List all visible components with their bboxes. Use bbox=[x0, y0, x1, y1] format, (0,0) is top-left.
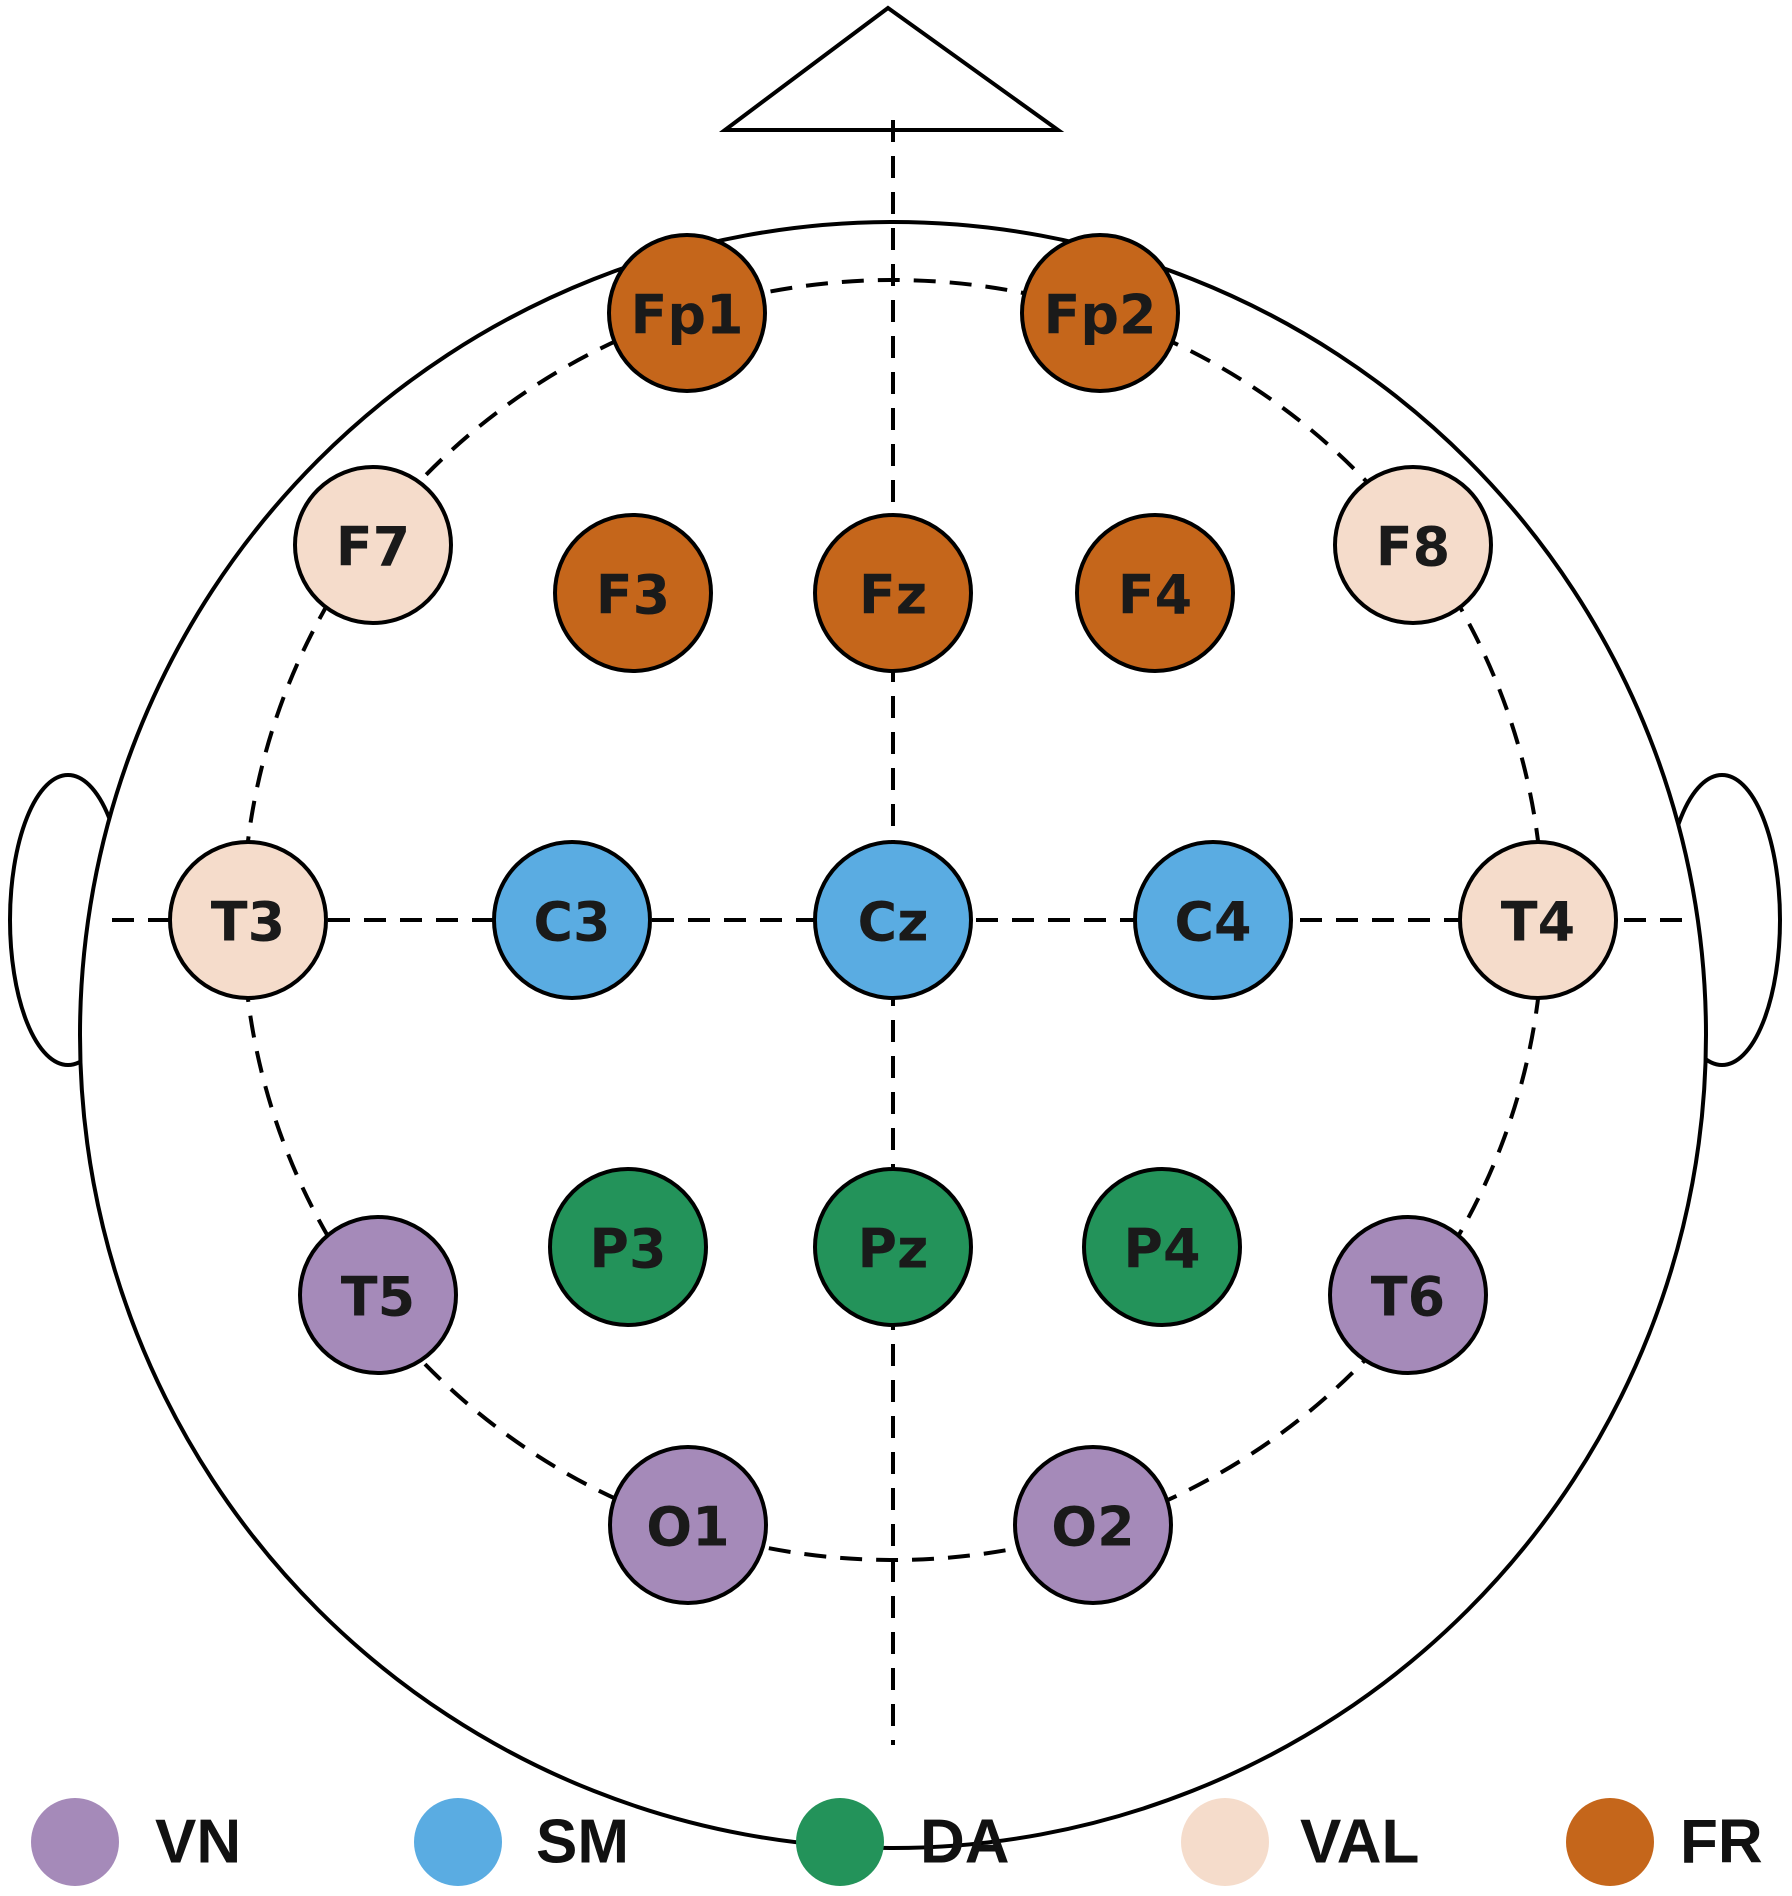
electrode-marker bbox=[813, 840, 973, 1000]
electrode-f7: F7 bbox=[293, 465, 453, 625]
legend-label: SM bbox=[536, 1808, 629, 1877]
electrode-t3: T3 bbox=[168, 840, 328, 1000]
electrode-label: F4 bbox=[1118, 564, 1192, 627]
electrode-label: C4 bbox=[1174, 891, 1251, 954]
electrode-marker bbox=[608, 1445, 768, 1605]
electrode-label: T4 bbox=[1501, 891, 1575, 954]
electrode-label: P3 bbox=[589, 1218, 666, 1281]
electrode-marker bbox=[1082, 1167, 1242, 1327]
electrode-marker bbox=[553, 513, 713, 673]
electrode-label: Fp1 bbox=[630, 284, 743, 347]
legend-item-sm: SM bbox=[414, 1798, 629, 1886]
electrode-t5: T5 bbox=[298, 1215, 458, 1375]
electrode-f8: F8 bbox=[1333, 465, 1493, 625]
electrode-label: F8 bbox=[1376, 516, 1450, 579]
electrode-c3: C3 bbox=[492, 840, 652, 1000]
electrode-p3: P3 bbox=[548, 1167, 708, 1327]
legend-label: FR bbox=[1680, 1808, 1763, 1877]
electrode-o1: O1 bbox=[608, 1445, 768, 1605]
electrode-marker bbox=[548, 1167, 708, 1327]
electrode-t4: T4 bbox=[1458, 840, 1618, 1000]
electrode-label: O2 bbox=[1051, 1496, 1134, 1559]
electrode-label: T5 bbox=[341, 1266, 415, 1329]
electrode-marker bbox=[1013, 1445, 1173, 1605]
legend-item-vn: VN bbox=[31, 1798, 241, 1886]
legend-swatch bbox=[1181, 1798, 1269, 1886]
electrode-t6: T6 bbox=[1328, 1215, 1488, 1375]
electrode-marker bbox=[813, 513, 973, 673]
electrode-label: F7 bbox=[336, 516, 410, 579]
electrode-p4: P4 bbox=[1082, 1167, 1242, 1327]
electrode-label: Fp2 bbox=[1043, 284, 1156, 347]
electrode-marker bbox=[492, 840, 652, 1000]
electrode-label: T6 bbox=[1371, 1266, 1445, 1329]
legend-item-da: DA bbox=[796, 1798, 1010, 1886]
electrode-label: O1 bbox=[646, 1496, 729, 1559]
electrode-marker bbox=[813, 1167, 973, 1327]
legend-label: VN bbox=[155, 1808, 241, 1877]
electrode-f3: F3 bbox=[553, 513, 713, 673]
electrode-cz: Cz bbox=[813, 840, 973, 1000]
legend-item-val: VAL bbox=[1181, 1798, 1419, 1886]
nose bbox=[718, 5, 1065, 132]
electrode-fz: Fz bbox=[813, 513, 973, 673]
electrode-c4: C4 bbox=[1133, 840, 1293, 1000]
legend-swatch bbox=[796, 1798, 884, 1886]
electrode-label: T3 bbox=[211, 891, 285, 954]
electrode-o2: O2 bbox=[1013, 1445, 1173, 1605]
electrode-marker bbox=[168, 840, 328, 1000]
legend: VN SM DA VAL FR bbox=[31, 1798, 1763, 1886]
electrode-marker bbox=[1458, 840, 1618, 1000]
electrode-label: P4 bbox=[1123, 1218, 1200, 1281]
electrode-label: Cz bbox=[857, 891, 928, 954]
electrode-label: Fz bbox=[859, 564, 927, 627]
electrode-marker bbox=[293, 465, 453, 625]
electrode-fp2: Fp2 bbox=[1020, 233, 1180, 393]
legend-swatch bbox=[31, 1798, 119, 1886]
legend-label: VAL bbox=[1300, 1808, 1419, 1877]
electrode-f4: F4 bbox=[1075, 513, 1235, 673]
legend-label: DA bbox=[920, 1808, 1010, 1877]
electrode-pz: Pz bbox=[813, 1167, 973, 1327]
electrode-marker bbox=[1075, 513, 1235, 673]
legend-swatch bbox=[414, 1798, 502, 1886]
electrode-marker bbox=[298, 1215, 458, 1375]
electrode-marker bbox=[1133, 840, 1293, 1000]
electrode-marker bbox=[1328, 1215, 1488, 1375]
electrode-label: F3 bbox=[596, 564, 670, 627]
legend-swatch bbox=[1566, 1798, 1654, 1886]
electrode-label: C3 bbox=[533, 891, 610, 954]
electrode-marker bbox=[1020, 233, 1180, 393]
electrode-label: Pz bbox=[857, 1218, 928, 1281]
electrode-marker bbox=[1333, 465, 1493, 625]
legend-item-fr: FR bbox=[1566, 1798, 1763, 1886]
electrode-fp1: Fp1 bbox=[607, 233, 767, 393]
electrode-marker bbox=[607, 233, 767, 393]
